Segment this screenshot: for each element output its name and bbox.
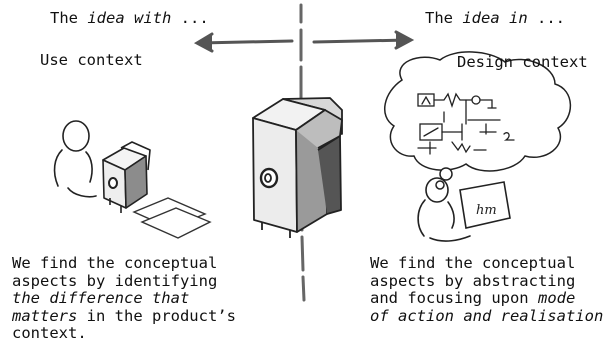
right-arrow xyxy=(312,30,415,50)
left-paragraph-line-1: We find the conceptual xyxy=(12,254,218,272)
schematic-sketch xyxy=(417,92,515,155)
left-paragraph-line-4-rest: in the product’s xyxy=(77,306,236,325)
right-paragraph-line-3-emph: mode xyxy=(537,289,576,307)
left-heading-suffix: ... xyxy=(171,9,209,27)
left-heading-prefix: The xyxy=(50,9,88,27)
left-paragraph-line-4-emph: matters xyxy=(12,306,78,325)
right-heading-prefix: The xyxy=(425,9,463,27)
small-appliance-sketch xyxy=(102,141,151,213)
right-paragraph-line-2: aspects by abstracting xyxy=(370,271,576,290)
right-paragraph-line-4: of action and realisation xyxy=(370,306,604,325)
drawing-board-sketch xyxy=(459,181,511,229)
left-paragraph-line-5: context. xyxy=(12,324,87,342)
designer-person-sketch xyxy=(417,177,471,242)
paper-sheets-sketch xyxy=(132,197,212,239)
user-person-sketch xyxy=(53,120,97,198)
left-arrow xyxy=(193,32,294,53)
right-heading: The idea in ... xyxy=(425,9,565,28)
right-heading-emph: idea in xyxy=(462,9,528,27)
left-paragraph-line-3: the difference that xyxy=(12,289,190,307)
right-paragraph-line-3-plain: and focusing upon xyxy=(370,289,538,307)
right-paragraph: We find the conceptual aspects by abstra… xyxy=(370,254,604,325)
thought-bubble xyxy=(384,51,572,190)
left-heading: The idea with ... xyxy=(50,9,209,28)
left-paragraph-line-2: aspects by identifying xyxy=(12,271,218,290)
right-paragraph-line-1: We find the conceptual xyxy=(370,254,576,272)
use-context-label: Use context xyxy=(40,51,143,69)
board-scribble: hm xyxy=(476,203,497,218)
design-context-label: Design context xyxy=(457,53,588,71)
left-paragraph: We find the conceptual aspects by identi… xyxy=(12,254,236,343)
left-heading-emph: idea with xyxy=(87,9,172,27)
product-sketch xyxy=(252,97,343,238)
right-heading-suffix: ... xyxy=(527,9,565,27)
